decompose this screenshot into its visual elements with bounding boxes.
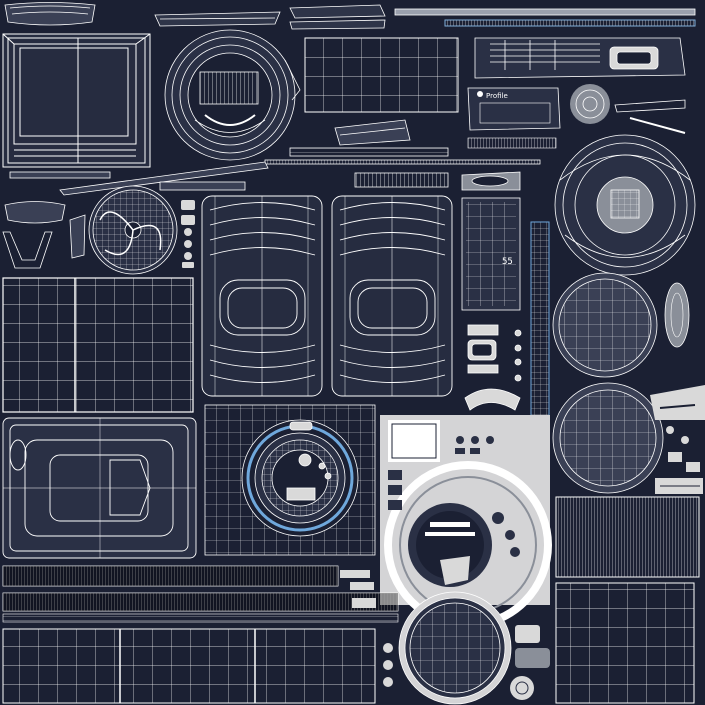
grid-panel-left: [2, 277, 194, 413]
small-ellipse-right: [664, 282, 690, 348]
control-panel-strip: [474, 37, 686, 79]
disc-right-upper: [552, 272, 658, 378]
frame-shell-panel: [2, 33, 151, 168]
control-console-gray: [380, 415, 552, 629]
drum-lid-right: [554, 134, 696, 276]
impeller-wheel: [88, 185, 178, 275]
lower-strips: [2, 565, 399, 623]
disc-right-lower: [552, 382, 664, 494]
small-parts-left: [2, 201, 86, 269]
right-edge-parts: [650, 385, 705, 494]
small-icons-column: [181, 200, 195, 268]
profile-label: Profile: [486, 92, 508, 100]
drum-ring-top: [164, 29, 301, 161]
vent-grid-right: [555, 496, 700, 578]
door-panel: [204, 404, 376, 556]
profile-badge-panel: Profile: [467, 84, 686, 149]
twin-panel-left: [201, 195, 323, 397]
top-strip-pieces: [4, 2, 696, 30]
grid-panel-bottom-right: [555, 582, 695, 704]
display-panel: 55: [461, 197, 521, 311]
mid-strip-pieces: [9, 119, 541, 196]
small-knobs-mid: [464, 324, 522, 411]
bottom-small-parts: [383, 625, 550, 700]
grid-panel-top: [304, 37, 459, 113]
drum-back-disc: [398, 591, 512, 705]
display-readout: 55: [502, 257, 513, 267]
base-tub-panel: [2, 417, 197, 559]
grid-panel-bottom: [2, 628, 376, 704]
twin-panel-right: [331, 195, 453, 397]
